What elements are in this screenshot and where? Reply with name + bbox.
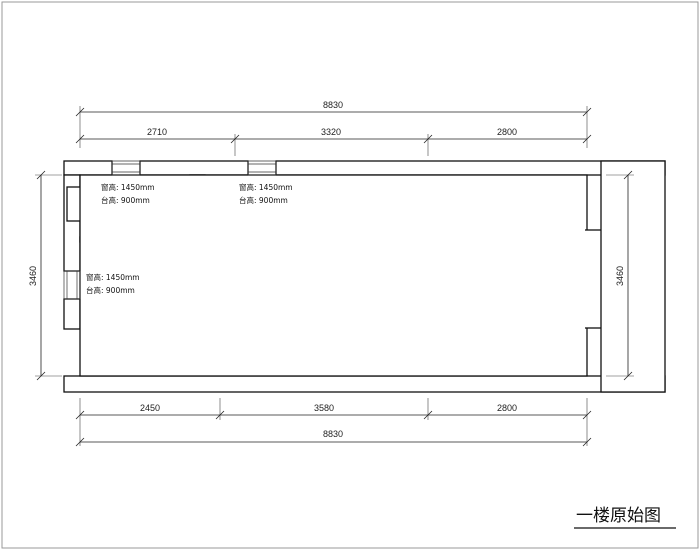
window-symbols — [63, 160, 277, 300]
window-2-height-note: 窗高: 1450mm — [239, 182, 293, 192]
right-opening — [585, 230, 605, 328]
window-left — [63, 270, 81, 300]
right-height-dimension: 3460 — [615, 266, 625, 286]
right-wall — [600, 160, 666, 393]
left-wall-lower — [63, 298, 81, 330]
window-2-sill-note: 台高: 900mm — [239, 195, 288, 205]
top-dimension-3: 2800 — [497, 127, 517, 137]
room-interior — [79, 174, 588, 377]
bottom-wall — [63, 375, 666, 393]
top-dimension-1: 2710 — [147, 127, 167, 137]
window-top-left — [111, 160, 141, 176]
left-height-dimension: 3460 — [28, 266, 38, 286]
top-wall-left — [63, 160, 113, 176]
bottom-total-dimension: 8830 — [323, 429, 343, 439]
top-dimension-lines — [75, 106, 592, 156]
top-dimension-2: 3320 — [321, 127, 341, 137]
right-dimension-lines — [606, 170, 634, 381]
drawing-title: 一楼原始图 — [576, 506, 661, 526]
top-wall-middle — [139, 160, 249, 176]
window-3-height-note: 窗高: 1450mm — [86, 272, 140, 282]
left-dimension-lines — [35, 170, 62, 381]
bottom-dimension-3: 2800 — [497, 403, 517, 413]
bottom-dimension-1: 2450 — [140, 403, 160, 413]
window-top-middle — [247, 160, 277, 176]
window-3-sill-note: 台高: 900mm — [86, 285, 135, 295]
top-total-dimension: 8830 — [323, 100, 343, 110]
window-1-height-note: 窗高: 1450mm — [101, 182, 155, 192]
bottom-dimension-lines — [75, 398, 592, 447]
window-1-sill-note: 台高: 900mm — [101, 195, 150, 205]
bottom-dimension-2: 3580 — [314, 403, 334, 413]
walls — [63, 160, 666, 393]
